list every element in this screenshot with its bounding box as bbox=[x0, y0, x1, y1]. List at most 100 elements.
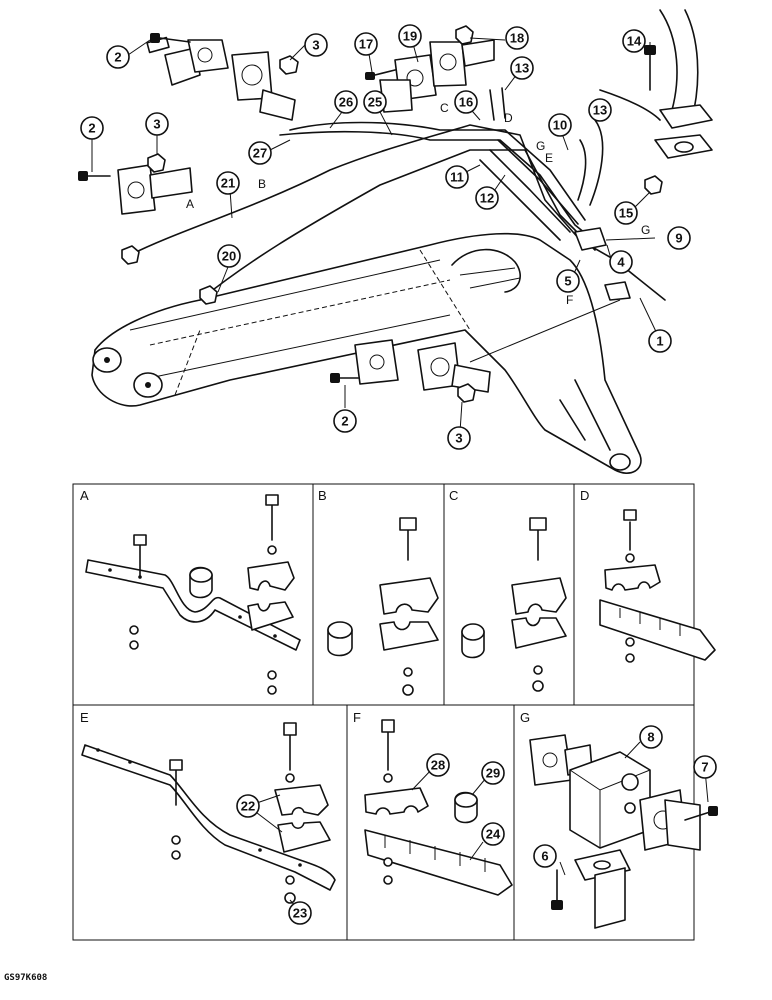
svg-text:10: 10 bbox=[553, 118, 567, 133]
svg-text:22: 22 bbox=[241, 799, 255, 814]
callout-1: 1 bbox=[648, 329, 672, 353]
svg-text:6: 6 bbox=[541, 849, 548, 864]
callout-2: 2 bbox=[106, 45, 130, 69]
svg-text:8: 8 bbox=[647, 730, 654, 745]
pipe-letter-c: C bbox=[440, 101, 449, 115]
svg-text:11: 11 bbox=[450, 170, 464, 185]
callout-6: 6 bbox=[533, 844, 557, 868]
callout-20: 20 bbox=[217, 244, 241, 268]
callout-9: 9 bbox=[667, 226, 691, 250]
callout-25: 25 bbox=[363, 90, 387, 114]
flange-group-left bbox=[117, 164, 193, 215]
panel-d-parts bbox=[599, 509, 716, 663]
svg-text:24: 24 bbox=[486, 827, 501, 842]
panel-c-label: C bbox=[449, 488, 458, 503]
callout-4: 4 bbox=[609, 250, 633, 274]
callout-5: 5 bbox=[556, 269, 580, 293]
panel-f-label: F bbox=[353, 710, 361, 725]
svg-text:15: 15 bbox=[619, 206, 633, 221]
svg-text:13: 13 bbox=[593, 103, 607, 118]
callout-21: 21 bbox=[216, 171, 240, 195]
bolts-main bbox=[78, 25, 663, 403]
callout-3-left: 3 bbox=[145, 112, 169, 136]
pipe-letter-b: B bbox=[258, 177, 266, 191]
svg-text:28: 28 bbox=[431, 758, 445, 773]
hose-flange bbox=[659, 104, 713, 129]
callout-28: 28 bbox=[426, 753, 450, 777]
svg-text:18: 18 bbox=[510, 31, 524, 46]
pipe-letter-labels: A B C D E F G G bbox=[186, 101, 650, 307]
svg-text:7: 7 bbox=[701, 760, 708, 775]
callout-24: 24 bbox=[481, 822, 505, 846]
callout-11: 11 bbox=[445, 165, 469, 189]
svg-text:3: 3 bbox=[455, 431, 462, 446]
detail-panels: A B C D E F G bbox=[72, 483, 718, 941]
panel-d-label: D bbox=[580, 488, 589, 503]
pipe-letter-g-2: G bbox=[641, 223, 650, 237]
callout-3-bottom: 3 bbox=[447, 426, 471, 450]
svg-text:12: 12 bbox=[480, 191, 494, 206]
callout-18: 18 bbox=[505, 26, 529, 50]
pipe-letter-f: F bbox=[566, 293, 573, 307]
callout-29: 29 bbox=[481, 761, 505, 785]
callout-2-bottom: 2 bbox=[333, 409, 357, 433]
callout-2-left: 2 bbox=[80, 116, 104, 140]
pipe-letter-d: D bbox=[504, 111, 513, 125]
svg-text:13: 13 bbox=[515, 61, 529, 76]
svg-text:27: 27 bbox=[253, 146, 267, 161]
svg-text:4: 4 bbox=[617, 255, 625, 270]
callout-15: 15 bbox=[614, 201, 638, 225]
panel-g-parts bbox=[529, 734, 718, 929]
flange-group-bottom bbox=[354, 339, 491, 393]
callout-7: 7 bbox=[693, 755, 717, 779]
callout-3: 3 bbox=[304, 33, 328, 57]
main-assembly-view: A B C D E F G G 2 3 17 19 18 14 13 2 3 2… bbox=[78, 9, 713, 474]
svg-text:29: 29 bbox=[486, 766, 500, 781]
panel-a-label: A bbox=[80, 488, 89, 503]
callout-17: 17 bbox=[354, 32, 378, 56]
panel-f-frame bbox=[346, 704, 515, 941]
panel-g-label: G bbox=[520, 710, 530, 725]
svg-text:19: 19 bbox=[403, 29, 417, 44]
svg-text:2: 2 bbox=[341, 414, 348, 429]
svg-text:16: 16 bbox=[459, 95, 473, 110]
pipe-letter-g: G bbox=[536, 139, 545, 153]
svg-text:26: 26 bbox=[339, 95, 353, 110]
callout-19: 19 bbox=[398, 24, 422, 48]
svg-text:2: 2 bbox=[88, 121, 95, 136]
svg-text:21: 21 bbox=[221, 176, 235, 191]
svg-text:25: 25 bbox=[368, 95, 382, 110]
boom-arm bbox=[91, 232, 642, 474]
callout-27: 27 bbox=[248, 141, 272, 165]
svg-text:3: 3 bbox=[312, 38, 319, 53]
svg-text:5: 5 bbox=[564, 274, 571, 289]
panel-a-parts bbox=[85, 494, 301, 695]
hydraulic-hose bbox=[659, 9, 678, 111]
callout-8: 8 bbox=[639, 725, 663, 749]
flange-group-top-left bbox=[146, 36, 296, 121]
svg-text:14: 14 bbox=[627, 34, 642, 49]
panel-e-label: E bbox=[80, 710, 89, 725]
svg-text:1: 1 bbox=[656, 334, 663, 349]
callout-14: 14 bbox=[622, 29, 646, 53]
figure-reference: GS97K608 bbox=[4, 973, 47, 983]
callout-12: 12 bbox=[475, 186, 499, 210]
svg-text:20: 20 bbox=[222, 249, 236, 264]
callout-13-top: 13 bbox=[510, 56, 534, 80]
callout-10: 10 bbox=[548, 113, 572, 137]
pipe-bundle bbox=[129, 87, 666, 301]
svg-text:2: 2 bbox=[114, 50, 121, 65]
flange-group-top-center bbox=[379, 39, 495, 113]
panel-f-parts bbox=[364, 719, 513, 896]
pipe-elbow bbox=[604, 281, 631, 301]
svg-text:3: 3 bbox=[153, 117, 160, 132]
svg-text:9: 9 bbox=[675, 231, 682, 246]
panel-e-parts bbox=[81, 722, 336, 904]
pipe-letter-a: A bbox=[186, 197, 194, 211]
panel-c-parts bbox=[461, 517, 567, 692]
callout-23: 23 bbox=[288, 901, 312, 925]
callout-26: 26 bbox=[334, 90, 358, 114]
callout-22: 22 bbox=[236, 794, 260, 818]
svg-text:23: 23 bbox=[293, 906, 307, 921]
callout-13-right: 13 bbox=[588, 98, 612, 122]
